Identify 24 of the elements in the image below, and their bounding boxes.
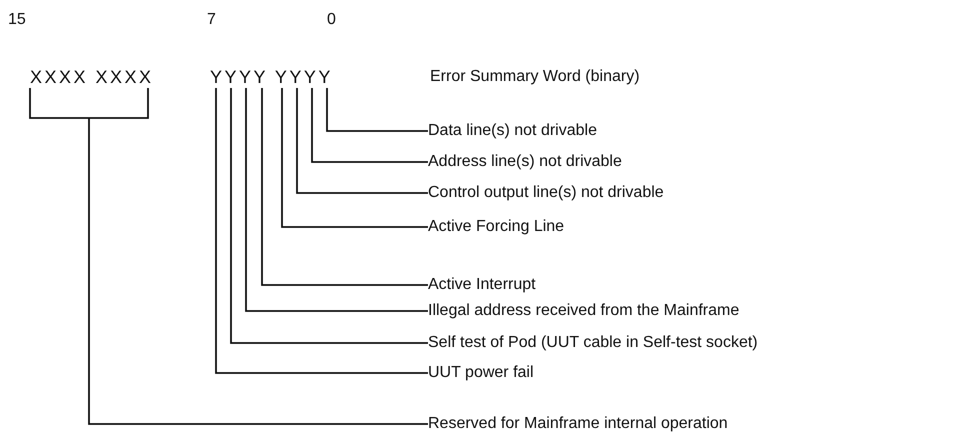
bit-description: Active Forcing Line bbox=[428, 217, 564, 237]
bit-description: Address line(s) not drivable bbox=[428, 152, 622, 172]
leader-line bbox=[261, 88, 428, 286]
bit-description: Active Interrupt bbox=[428, 275, 536, 295]
bit-number: 0 bbox=[327, 10, 336, 30]
leader-line bbox=[230, 88, 428, 344]
bit-description: Data line(s) not drivable bbox=[428, 121, 597, 141]
bit-number: 7 bbox=[207, 10, 216, 30]
leader-line bbox=[281, 88, 428, 228]
bit-description: Illegal address received from the Mainframe bbox=[428, 301, 740, 321]
bit-field: YYYY YYYY bbox=[210, 66, 333, 88]
leader-line bbox=[326, 88, 428, 132]
leader-line bbox=[215, 88, 428, 374]
bracket-leader-line bbox=[29, 87, 429, 425]
bit-field: XXXX XXXX bbox=[30, 66, 154, 88]
word-title: Error Summary Word (binary) bbox=[430, 67, 640, 87]
leader-line bbox=[245, 88, 428, 312]
leader-line bbox=[296, 88, 428, 194]
bit-description: Self test of Pod (UUT cable in Self-test socket) bbox=[428, 333, 758, 353]
bit-description: UUT power fail bbox=[428, 363, 534, 383]
leader-line bbox=[311, 88, 428, 163]
bit-description: Reserved for Mainframe internal operation bbox=[428, 414, 728, 434]
bit-number: 15 bbox=[8, 10, 26, 30]
bit-description: Control output line(s) not drivable bbox=[428, 183, 664, 203]
